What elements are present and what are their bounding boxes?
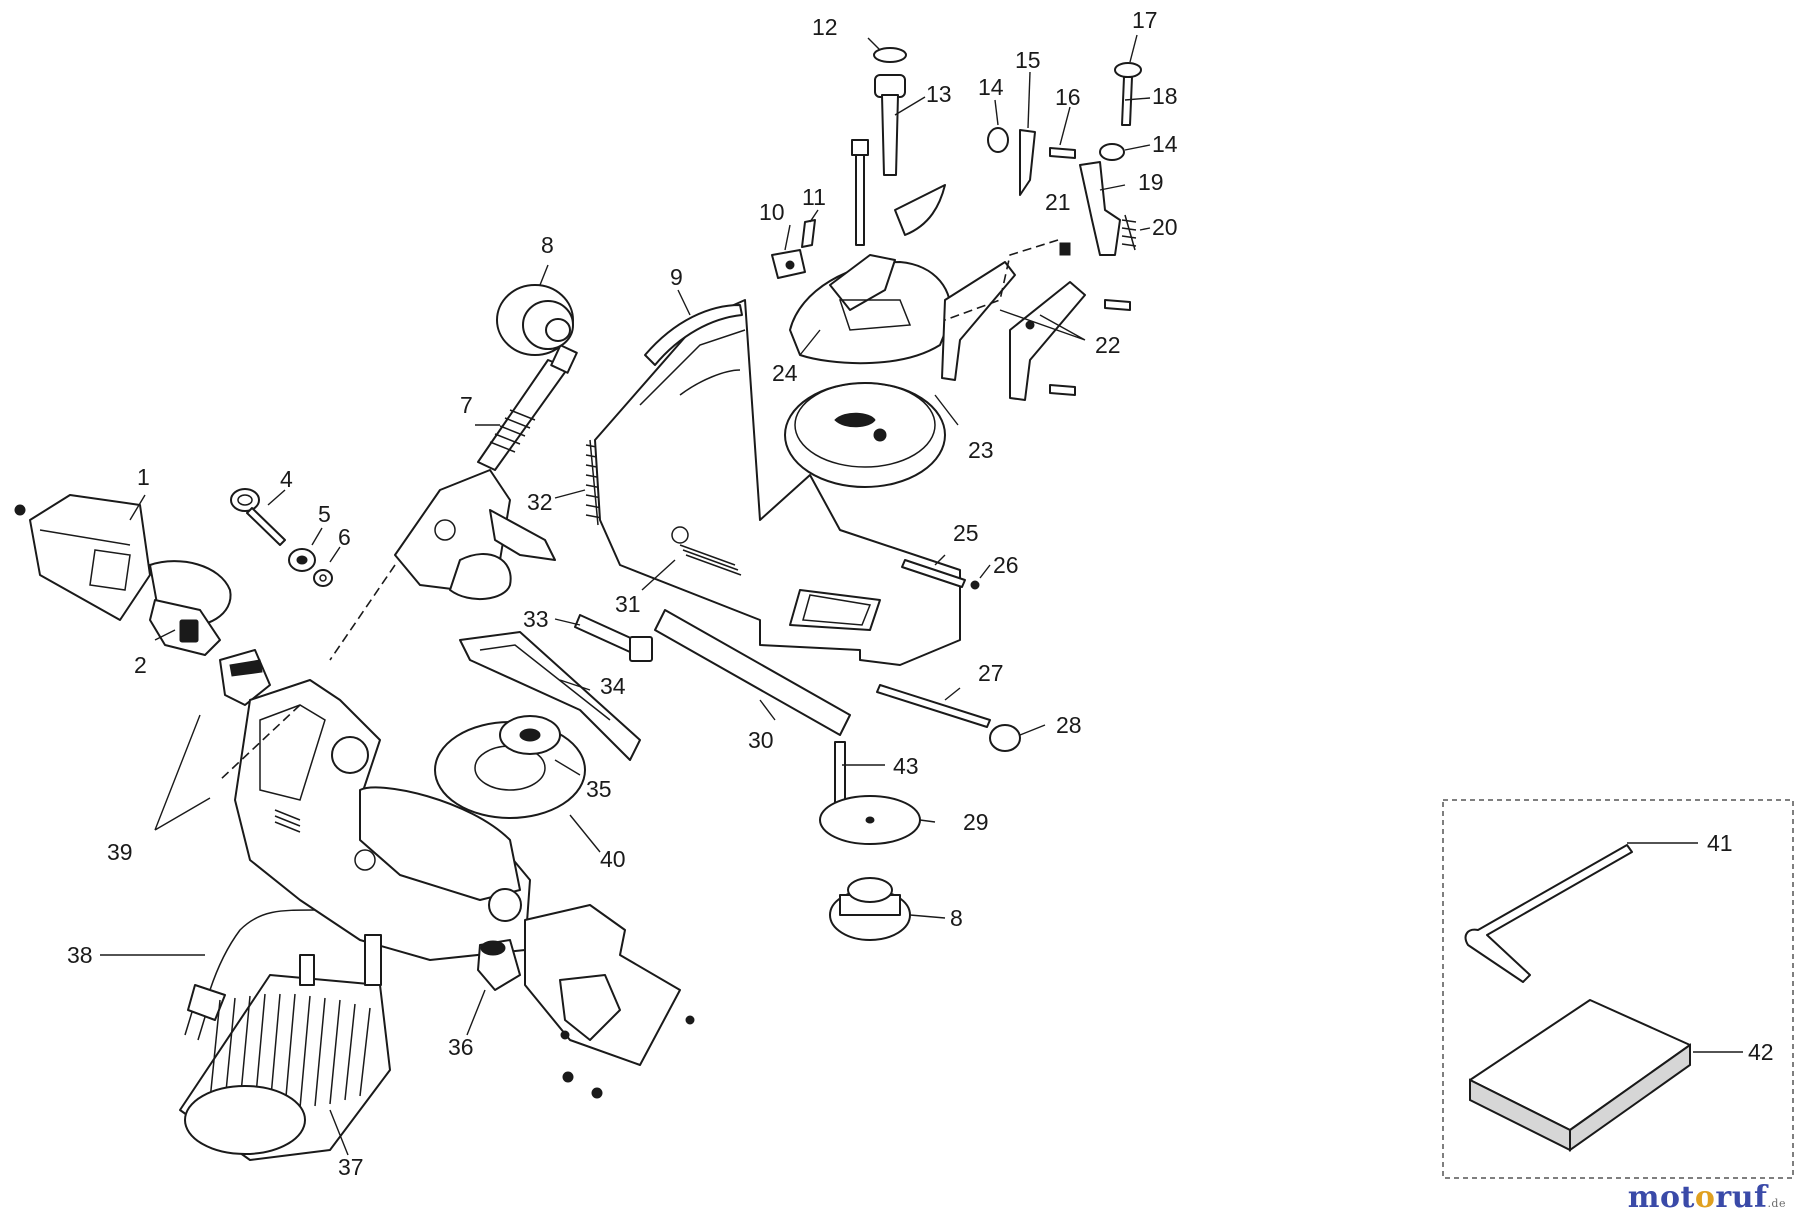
callout-28: 28 bbox=[1056, 712, 1082, 738]
callout-37: 37 bbox=[338, 1154, 364, 1180]
callout-21: 21 bbox=[1045, 189, 1071, 215]
part-switch bbox=[149, 599, 221, 656]
callout-14-right: 14 bbox=[1152, 131, 1178, 157]
callout-32: 32 bbox=[527, 489, 553, 515]
leader-lines bbox=[100, 34, 1743, 1156]
part-rod-long bbox=[876, 684, 1021, 752]
callout-23: 23 bbox=[968, 437, 994, 463]
part-coupling bbox=[477, 939, 521, 991]
part-motor bbox=[179, 934, 391, 1161]
part-gearbox-housing bbox=[394, 469, 556, 601]
callout-11: 11 bbox=[802, 184, 826, 210]
callout-labels: 1 2 4 5 6 7 8 9 10 11 12 13 14 15 16 17 … bbox=[67, 7, 1774, 1180]
callout-2: 2 bbox=[134, 652, 147, 678]
callout-12: 12 bbox=[812, 14, 838, 40]
callout-13: 13 bbox=[926, 81, 952, 107]
callout-1: 1 bbox=[137, 464, 150, 490]
part-base-disc bbox=[819, 741, 921, 845]
callout-42: 42 bbox=[1748, 1039, 1774, 1065]
callout-19: 19 bbox=[1138, 169, 1164, 195]
callout-33: 33 bbox=[523, 606, 549, 632]
callout-38: 38 bbox=[67, 942, 93, 968]
callout-34: 34 bbox=[600, 673, 626, 699]
watermark-brand-part-1: mot bbox=[1627, 1180, 1695, 1215]
callout-10: 10 bbox=[759, 199, 785, 225]
callout-36: 36 bbox=[448, 1034, 474, 1060]
part-bearing-connector bbox=[219, 649, 271, 706]
callout-16: 16 bbox=[1055, 84, 1081, 110]
part-gear-plate bbox=[359, 786, 522, 922]
callout-6: 6 bbox=[338, 524, 351, 550]
part-storage-case bbox=[1469, 999, 1691, 1152]
part-bolt-hex bbox=[574, 614, 653, 662]
part-shaft-top bbox=[873, 47, 907, 176]
callout-8-top: 8 bbox=[541, 232, 554, 258]
callout-15: 15 bbox=[1015, 47, 1041, 73]
part-eye-bolt bbox=[230, 488, 286, 546]
part-main-frame bbox=[594, 299, 961, 666]
watermark-brand-part-2: o bbox=[1694, 1180, 1716, 1215]
watermark-suffix: .de bbox=[1767, 1197, 1786, 1210]
part-handle-housing bbox=[14, 494, 232, 627]
part-set-screw bbox=[1049, 147, 1076, 159]
callout-9: 9 bbox=[670, 264, 683, 290]
watermark-logo: motoruf.de bbox=[1628, 1180, 1786, 1215]
part-shaft-bar bbox=[654, 609, 851, 736]
callout-4: 4 bbox=[280, 466, 293, 492]
callout-7: 7 bbox=[460, 392, 473, 418]
callout-40: 40 bbox=[600, 846, 626, 872]
callout-5: 5 bbox=[318, 501, 331, 527]
part-knob-top bbox=[1114, 62, 1142, 126]
part-rod-short bbox=[901, 559, 980, 590]
part-hex-key bbox=[1464, 844, 1633, 983]
callout-39: 39 bbox=[107, 839, 133, 865]
callout-14-left: 14 bbox=[978, 74, 1004, 100]
part-knob-left bbox=[987, 127, 1009, 153]
callout-20: 20 bbox=[1152, 214, 1178, 240]
part-wheel-plate bbox=[784, 382, 946, 488]
callout-8-bottom: 8 bbox=[950, 905, 963, 931]
part-blade-cover bbox=[459, 631, 641, 761]
assembly-centerline bbox=[219, 239, 1059, 781]
callout-25: 25 bbox=[953, 520, 979, 546]
callout-26: 26 bbox=[993, 552, 1019, 578]
part-tension-plates bbox=[941, 261, 1086, 401]
callout-41: 41 bbox=[1707, 830, 1733, 856]
callout-17: 17 bbox=[1132, 7, 1158, 33]
part-clamp-disc bbox=[499, 715, 561, 755]
callout-18: 18 bbox=[1152, 83, 1178, 109]
callout-27: 27 bbox=[978, 660, 1004, 686]
part-bolt-long bbox=[851, 139, 869, 246]
part-washer bbox=[313, 569, 333, 587]
callout-31: 31 bbox=[615, 591, 641, 617]
part-pin bbox=[801, 219, 816, 248]
watermark-brand-part-3: ruf bbox=[1715, 1180, 1768, 1215]
part-screws-right bbox=[1049, 242, 1131, 396]
part-band-guide-arc bbox=[644, 304, 743, 366]
part-worm-shaft bbox=[477, 344, 578, 471]
part-bracket bbox=[1079, 161, 1121, 256]
part-spring-small bbox=[1121, 214, 1137, 251]
part-lever bbox=[1019, 129, 1036, 196]
part-spring bbox=[585, 439, 603, 526]
callout-29: 29 bbox=[963, 809, 989, 835]
part-pulley-bottom bbox=[829, 877, 911, 941]
callout-43: 43 bbox=[893, 753, 919, 779]
part-knob-right bbox=[1099, 143, 1125, 161]
callout-30: 30 bbox=[748, 727, 774, 753]
callout-24: 24 bbox=[772, 360, 798, 386]
part-mount-bracket bbox=[524, 904, 695, 1066]
part-drive-wheel-housing bbox=[789, 254, 952, 365]
callout-22: 22 bbox=[1095, 332, 1121, 358]
callout-35: 35 bbox=[586, 776, 612, 802]
part-block bbox=[771, 249, 806, 279]
accessory-kit-frame bbox=[1442, 799, 1794, 1179]
part-power-cable bbox=[184, 909, 316, 1041]
part-curved-clamp bbox=[894, 184, 946, 236]
part-pulley-top bbox=[496, 284, 574, 356]
part-screws-lower bbox=[562, 1071, 603, 1099]
part-ball-bearing bbox=[288, 548, 316, 572]
